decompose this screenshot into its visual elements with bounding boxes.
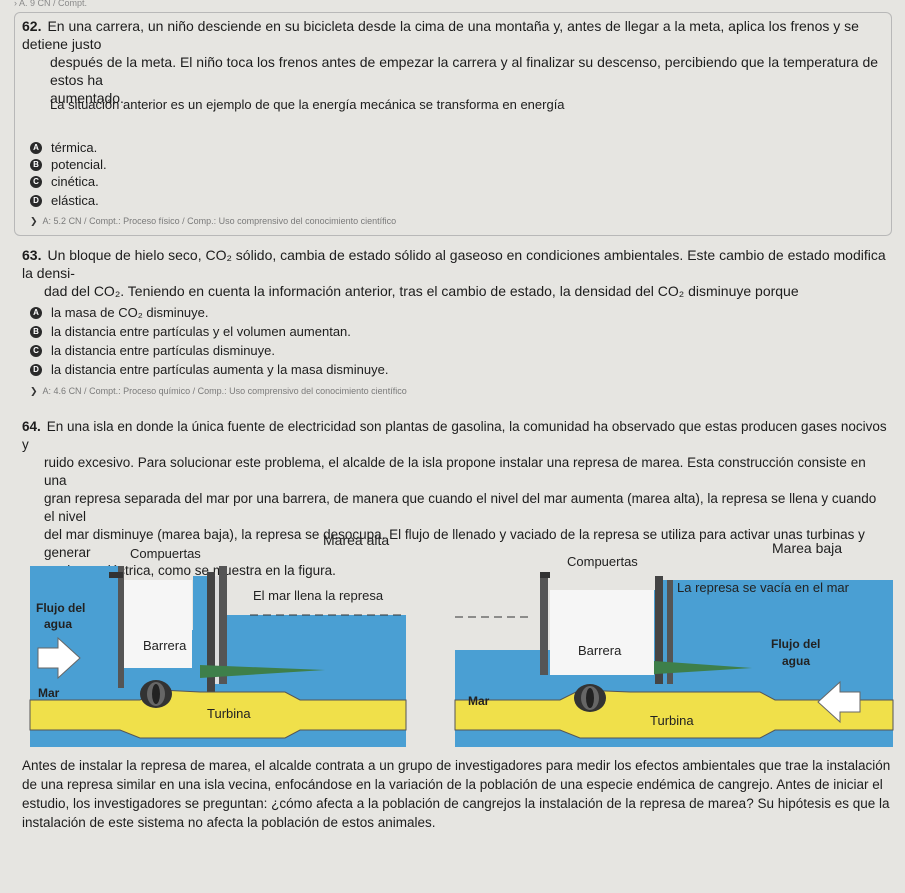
chevron-right-icon: ❯ [30, 386, 38, 396]
question-62-prompt: La situación anterior es un ejemplo de q… [50, 97, 565, 112]
label-turbine-right: Turbina [650, 713, 694, 728]
option-text: la distancia entre partículas y el volum… [51, 324, 351, 339]
question-63: 63.Un bloque de hielo seco, CO₂ sólido, … [22, 246, 890, 300]
barrier-wedge [200, 665, 325, 678]
label-turbine-left: Turbina [207, 706, 251, 721]
context-line-2: de una represa similar en una isla vecin… [22, 777, 883, 792]
question-62-line-1: 62.En una carrera, un niño desciende en … [22, 18, 859, 52]
option-letter-badge: C [30, 344, 42, 357]
reservoir-interior [124, 580, 192, 668]
label-sea-left: Mar [38, 686, 60, 700]
label-flow-left-2: agua [44, 617, 72, 631]
option-letter-badge: D [30, 363, 42, 376]
chevron-right-icon: ❯ [30, 216, 38, 226]
dam-wall-left [118, 566, 124, 688]
question-64-line-1: 64.En una isla en donde la única fuente … [22, 419, 887, 452]
q63-meta[interactable]: ❯A: 4.6 CN / Compt.: Proceso químico / C… [30, 386, 407, 396]
label-barrier-left: Barrera [143, 638, 187, 653]
arrow-left-icon [817, 680, 861, 724]
option-letter-badge: D [30, 194, 42, 207]
question-62-number: 62. [22, 18, 42, 34]
option-text: la masa de CO₂ disminuye. [51, 305, 209, 320]
label-barrier-right: Barrera [578, 643, 622, 658]
question-64-number: 64. [22, 419, 41, 434]
option-letter-badge: A [30, 141, 42, 154]
option-text: potencial. [51, 157, 107, 172]
option-letter-badge: A [30, 306, 42, 319]
question-62-line-3: aumentado. [50, 90, 124, 106]
question-64-context: Antes de instalar la represa de marea, e… [22, 756, 894, 832]
label-flow-right-2: agua [782, 654, 810, 668]
title-low-tide: Marea baja [772, 540, 842, 556]
gate-low-right [667, 580, 673, 684]
arrow-right-icon [37, 636, 81, 680]
question-64-line-4: del mar disminuye (marea baja), la repre… [44, 527, 865, 560]
label-flow-left-1: Flujo del [36, 601, 85, 615]
option-letter-badge: B [30, 325, 42, 338]
gate-low-left [655, 576, 663, 684]
option-text: cinética. [51, 174, 99, 189]
tidal-dam-figure: Marea alta Compuertas El mar llena la re… [29, 532, 894, 747]
label-empties: La represa se vacía en el mar [677, 580, 850, 595]
option-text: la distancia entre partículas disminuye. [51, 343, 276, 358]
label-sea-right: Mar [468, 694, 490, 708]
gate-cap [109, 572, 123, 578]
title-high-tide: Marea alta [323, 532, 389, 548]
gate-gap [215, 576, 219, 684]
question-62-line-2: después de la meta. El niño toca los fre… [50, 54, 879, 88]
option-letter-badge: B [30, 158, 42, 171]
turbine-icon [140, 680, 172, 708]
option-letter-badge: C [30, 175, 42, 188]
question-64-line-2: ruido excesivo. Para solucionar este pro… [44, 455, 866, 488]
context-line-3: estudio, los investigadores se preguntan… [22, 796, 890, 811]
option-text: la distancia entre partículas aumenta y … [51, 362, 389, 377]
question-63-line-2: dad del CO₂. Teniendo en cuenta la infor… [44, 283, 799, 299]
gate-cap-low [540, 572, 550, 578]
question-63-number: 63. [22, 247, 42, 263]
barrier-wedge-low [640, 660, 752, 675]
label-gates-right: Compuertas [567, 554, 638, 569]
option-text: térmica. [51, 140, 98, 155]
panel-high-tide: Marea alta Compuertas El mar llena la re… [29, 532, 407, 747]
option-text: elástica. [51, 193, 99, 208]
label-sea-fills: El mar llena la represa [253, 588, 384, 603]
q62-meta[interactable]: ❯A: 5.2 CN / Compt.: Proceso físico / Co… [30, 216, 397, 226]
reservoir-interior-low [550, 590, 654, 675]
question-62: 62.En una carrera, un niño desciende en … [22, 17, 890, 107]
context-line-4: instalación de este sistema no afecta la… [22, 815, 436, 830]
question-64-line-3: gran represa separada del mar por una ba… [44, 491, 877, 524]
gate-right [219, 566, 227, 684]
label-flow-right-1: Flujo del [771, 637, 820, 651]
gate-left [207, 572, 215, 692]
turbine-icon [574, 684, 606, 712]
question-63-line-1: 63.Un bloque de hielo seco, CO₂ sólido, … [22, 247, 886, 281]
question-64: 64.En una isla en donde la única fuente … [22, 418, 890, 580]
label-gates-left: Compuertas [130, 546, 201, 561]
panel-low-tide: Marea baja Compuertas La represa se vací… [454, 540, 894, 747]
top-fragment: › A. 9 CN / Compt. [14, 0, 88, 8]
question-62-box [14, 12, 892, 236]
dam-wall-left-low [540, 575, 548, 675]
context-line-1: Antes de instalar la represa de marea, e… [22, 758, 891, 773]
